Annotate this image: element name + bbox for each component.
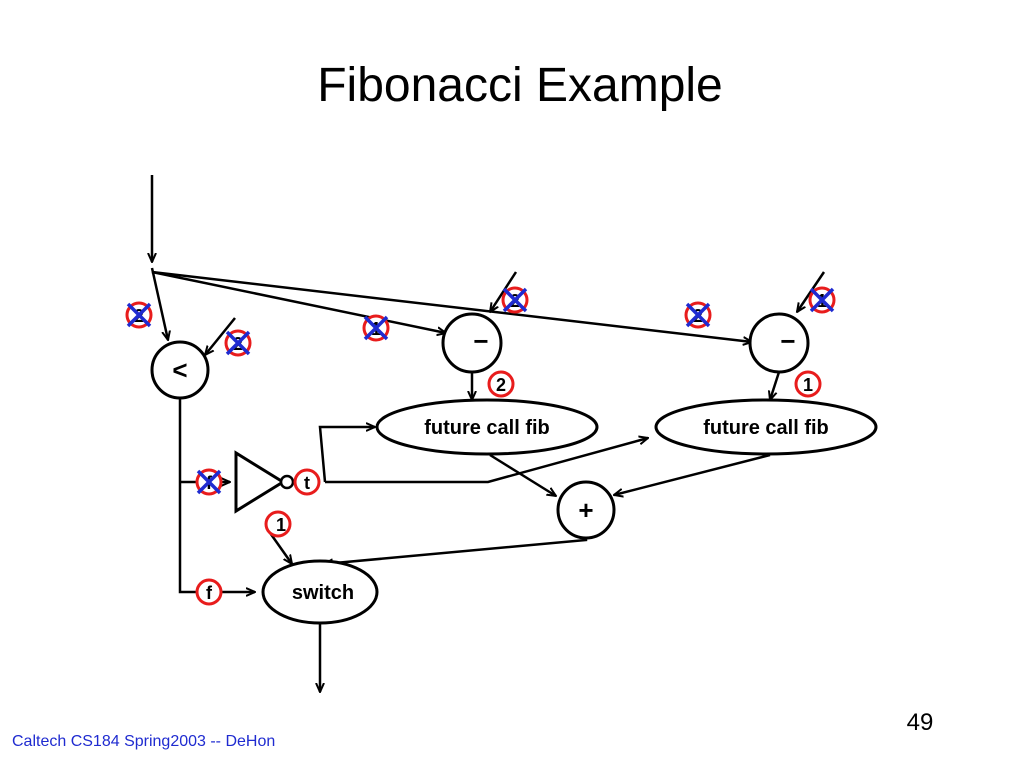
edge-t-call-left <box>318 427 375 483</box>
node-add: + <box>556 480 616 540</box>
node-compare: < <box>150 340 210 400</box>
consumed-tokens: 2 2 1 2 2 1 f <box>125 286 836 496</box>
edge-const-sub-left <box>490 271 518 312</box>
token-switch-control-label: f <box>206 583 213 603</box>
node-sub-right-label: − <box>780 326 795 356</box>
slide-title: Fibonacci Example <box>317 59 723 112</box>
node-call-right: future call fib <box>654 398 878 456</box>
token-sub-right-result: 1 <box>794 370 822 398</box>
node-compare-label: < <box>172 355 187 385</box>
node-inverter <box>234 450 295 514</box>
consumed-token-sub-right-const: 1 <box>808 286 836 314</box>
token-switch-control: f <box>195 578 223 606</box>
token-inverter-out-label: t <box>304 473 310 493</box>
node-switch-label: switch <box>292 582 354 604</box>
edge-fanout-sub-right <box>151 270 752 342</box>
edge-const-compare <box>205 317 236 355</box>
node-call-left: future call fib <box>375 398 599 456</box>
token-sub-right-result-label: 1 <box>803 375 813 395</box>
token-switch-const-label: 1 <box>276 515 286 535</box>
token-sub-left-result: 2 <box>487 370 515 398</box>
node-sub-left: − <box>441 312 503 374</box>
edge-compare-down <box>178 398 255 592</box>
edge-call-right-add <box>614 453 771 495</box>
edge-t-call-right <box>325 438 648 484</box>
node-call-left-label: future call fib <box>424 417 550 439</box>
consumed-token-inverter-in: f <box>195 468 223 496</box>
token-sub-left-result-label: 2 <box>496 375 506 395</box>
token-inverter-out: t <box>293 468 321 496</box>
footer-text: Caltech CS184 Spring2003 -- DeHon <box>12 733 276 750</box>
page-number: 49 <box>906 709 934 736</box>
edge-add-switch <box>324 538 588 564</box>
edge-fanout-sub-left <box>151 270 446 333</box>
edge-const-sub-right <box>797 271 826 312</box>
tokens: 2 1 t 1 f <box>195 370 822 606</box>
consumed-token-compare-left: 2 <box>125 301 153 329</box>
token-switch-const: 1 <box>264 510 292 538</box>
consumed-token-sub-right-in: 2 <box>684 301 712 329</box>
node-add-label: + <box>578 495 593 525</box>
edge-call-left-add <box>489 453 556 496</box>
node-sub-left-label: − <box>473 326 488 356</box>
edge-sub-right-call <box>770 371 781 400</box>
node-sub-right: − <box>748 312 810 374</box>
consumed-token-sub-left-in: 1 <box>362 314 390 342</box>
node-switch: switch <box>261 559 379 625</box>
consumed-token-sub-left-const: 2 <box>501 286 529 314</box>
consumed-token-compare-right: 2 <box>224 329 252 357</box>
edge-fanout-compare <box>150 267 168 340</box>
node-call-right-label: future call fib <box>703 417 829 439</box>
